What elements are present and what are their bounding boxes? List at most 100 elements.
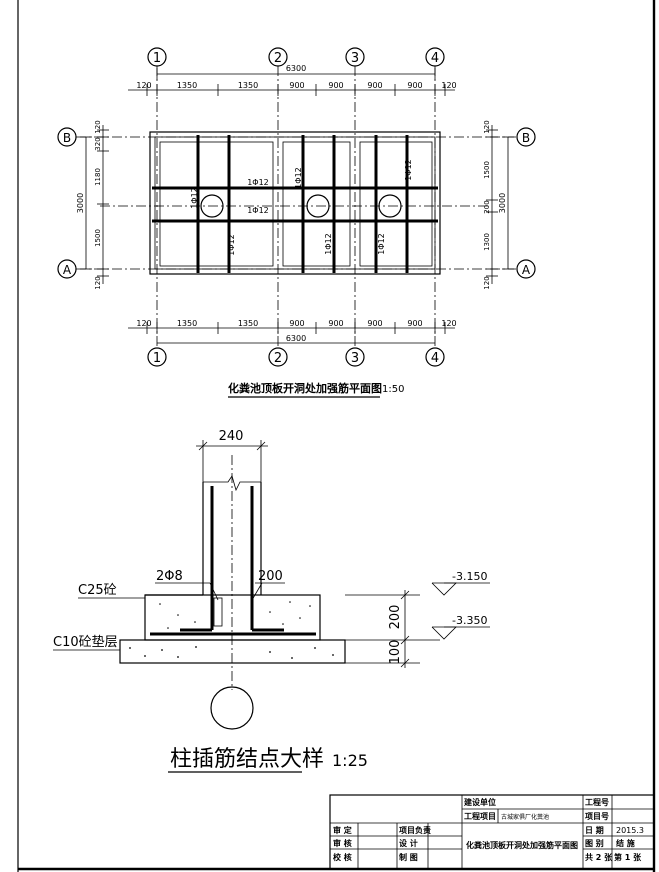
dim-tick — [400, 658, 410, 668]
plan-view: 1Φ12 1Φ12 1Φ12 1Φ12 1Φ12 1Φ12 1Φ12 1Φ12 … — [57, 47, 536, 398]
axis-label: 4 — [431, 351, 439, 366]
dim-text: 900 — [367, 319, 382, 328]
dim-total-right: 3000 — [498, 193, 507, 213]
dim-total-top: 6300 — [286, 64, 306, 73]
axis-label: 3 — [351, 51, 359, 66]
label-2d8: 2Φ8 — [156, 569, 183, 584]
bedding-layer — [119, 639, 346, 664]
tb-check: 校 核 — [333, 852, 352, 862]
dim-text: 900 — [407, 319, 422, 328]
leader-2d8 — [209, 582, 219, 601]
dim-text: 120 — [94, 276, 102, 289]
dim-text: 900 — [367, 81, 382, 90]
plan-title: 化粪池顶板开洞处加强筋平面图 — [228, 381, 382, 395]
title-block-frame — [329, 794, 655, 870]
level-mark-top — [431, 582, 457, 596]
dim-text: 900 — [328, 81, 343, 90]
axis-label: 2 — [274, 51, 282, 66]
axis-bubble-2-bottom — [268, 347, 288, 367]
label-200: 200 — [258, 569, 283, 584]
dim-ticks-left — [80, 129, 109, 277]
tb-project-name: 古城家俱厂化粪池 — [501, 813, 549, 821]
dim-tick — [198, 441, 208, 451]
dim-text: 1350 — [238, 81, 258, 90]
axis-bubble-3-bottom — [345, 347, 365, 367]
tb-approve: 审 定 — [333, 825, 352, 835]
axis-label: B — [63, 131, 71, 145]
label-c10: C10砼垫层 — [53, 634, 118, 650]
axis-label: 1 — [153, 51, 161, 66]
tb-project-label: 工程项目 — [464, 811, 496, 821]
dim-100: 100 — [388, 640, 403, 665]
tb-review: 审 核 — [333, 838, 352, 848]
opening-1 — [200, 194, 224, 218]
chamber-3 — [359, 141, 433, 267]
axis-label: A — [522, 263, 531, 277]
axis-bubble-4-top — [425, 47, 445, 67]
plan-scale: 1:50 — [382, 384, 404, 395]
axis-bubble-1-top — [147, 47, 167, 67]
axis-label: 2 — [274, 351, 282, 366]
detail-scale: 1:25 — [332, 751, 368, 770]
dim-text: 120 — [483, 120, 491, 133]
tb-draw: 制 图 — [399, 852, 418, 862]
dim-text: 120 — [441, 81, 456, 90]
level-bottom: -3.350 — [452, 614, 487, 627]
dim-text: 900 — [289, 319, 304, 328]
detail-title: 柱插筋结点大样 — [170, 747, 324, 772]
title-block: 建设单位 工程项目 古城家俱厂化粪池 工程号 项目号 化粪池顶板开洞处加强筋平面… — [329, 794, 655, 870]
level-top: -3.150 — [452, 570, 487, 583]
axis-label: B — [522, 131, 530, 145]
dim-200: 200 — [388, 605, 403, 630]
dim-text: 900 — [328, 319, 343, 328]
dim-text: 1300 — [483, 233, 491, 251]
tb-item-no-label: 项目号 — [585, 812, 609, 821]
axis-bubble-1-bottom — [147, 347, 167, 367]
stirrup — [213, 597, 223, 627]
dim-text: 900 — [289, 81, 304, 90]
dim-tick — [400, 590, 410, 600]
dim-text: 120 — [441, 319, 456, 328]
dim-text: 320 — [94, 137, 102, 150]
dim-text: 1350 — [238, 319, 258, 328]
bedding-hatch — [129, 646, 334, 659]
axis-label: 3 — [351, 351, 359, 366]
axis-bubble-4-bottom — [425, 347, 445, 367]
dim-tick — [400, 635, 410, 645]
dim-text: 1500 — [94, 229, 102, 247]
rebar-label: 1Φ12 — [377, 233, 386, 255]
opening-2 — [306, 194, 330, 218]
dim-240: 240 — [219, 429, 244, 444]
dim-tick — [256, 441, 266, 451]
dim-text: 200 — [483, 200, 491, 213]
axis-label: A — [63, 263, 72, 277]
dim-text: 120 — [94, 120, 102, 133]
rebar-label: 1Φ12 — [247, 178, 269, 187]
tb-design: 设 计 — [399, 838, 418, 848]
tb-drawing-name: 化粪池顶板开洞处加强筋平面图 — [466, 840, 578, 850]
dim-text: 1180 — [94, 168, 102, 186]
tb-date-label: 日 期 — [585, 825, 604, 835]
dim-text: 900 — [407, 81, 422, 90]
chamber-1 — [159, 141, 274, 267]
dim-text: 120 — [136, 319, 151, 328]
section-bubble — [210, 686, 254, 730]
rebar-label: 1Φ12 — [190, 187, 199, 209]
rebar-label: 1Φ12 — [294, 167, 303, 189]
dim-text: 120 — [136, 81, 151, 90]
detail-view: 240 C25砼 C10砼垫层 2Φ — [53, 429, 490, 773]
opening-3 — [378, 194, 402, 218]
dim-text: 120 — [483, 276, 491, 289]
dim-text: 1350 — [177, 81, 197, 90]
tb-sheet-no: 第 1 张 — [614, 852, 642, 862]
axis-bubble-a-left — [57, 259, 77, 279]
tb-sheets: 共 2 张 — [585, 852, 613, 862]
tb-project-lead: 项目负责 — [399, 825, 431, 835]
rebar-label: 1Φ12 — [404, 159, 413, 181]
axis-bubble-b-left — [57, 127, 77, 147]
rebar-label: 1Φ12 — [324, 233, 333, 255]
rebar-label: 1Φ12 — [227, 234, 236, 256]
tb-date-value: 2015.3 — [616, 826, 644, 835]
level-mark-bottom — [431, 626, 457, 640]
